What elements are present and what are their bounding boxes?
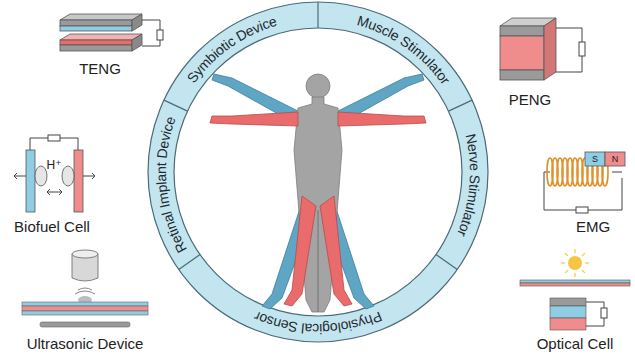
ring-segment: Nerve Stimulator: [138, 0, 498, 352]
ring-text-layer: Nerve Stimulator: [138, 0, 498, 352]
ring-segment: Muscle Stimulator: [138, 0, 498, 352]
device-label: PENG: [509, 92, 552, 107]
ring-text-layer: Muscle Stimulator: [138, 0, 498, 352]
device-label: EMG: [576, 219, 610, 234]
pole-label: S: [592, 155, 598, 164]
ring-text-layer: Physiological Sensor: [138, 0, 498, 352]
device-label: TENG: [79, 61, 121, 76]
segment-label: Nerve Stimulator: [454, 132, 483, 239]
segment-label: Physiological Sensor: [251, 308, 384, 337]
ring-text-layer: Retinal Implant Device: [138, 0, 498, 352]
ring-segment: Physiological Sensor: [138, 0, 498, 352]
segment-label: Symbiotic Device: [184, 13, 279, 86]
ring-segment: Symbiotic Device: [138, 0, 498, 352]
ring-text-layer: Symbiotic Device: [138, 0, 498, 352]
device-label: Optical Cell: [537, 336, 614, 351]
device-label: Ultrasonic Device: [27, 336, 144, 351]
ion-label: H⁺: [47, 159, 62, 171]
device-label: Biofuel Cell: [14, 219, 90, 234]
segment-label: Retinal Implant Device: [153, 114, 190, 256]
pole-label: N: [612, 155, 619, 164]
segment-label: Muscle Stimulator: [355, 12, 453, 87]
ring-segment: Retinal Implant Device: [138, 0, 498, 352]
